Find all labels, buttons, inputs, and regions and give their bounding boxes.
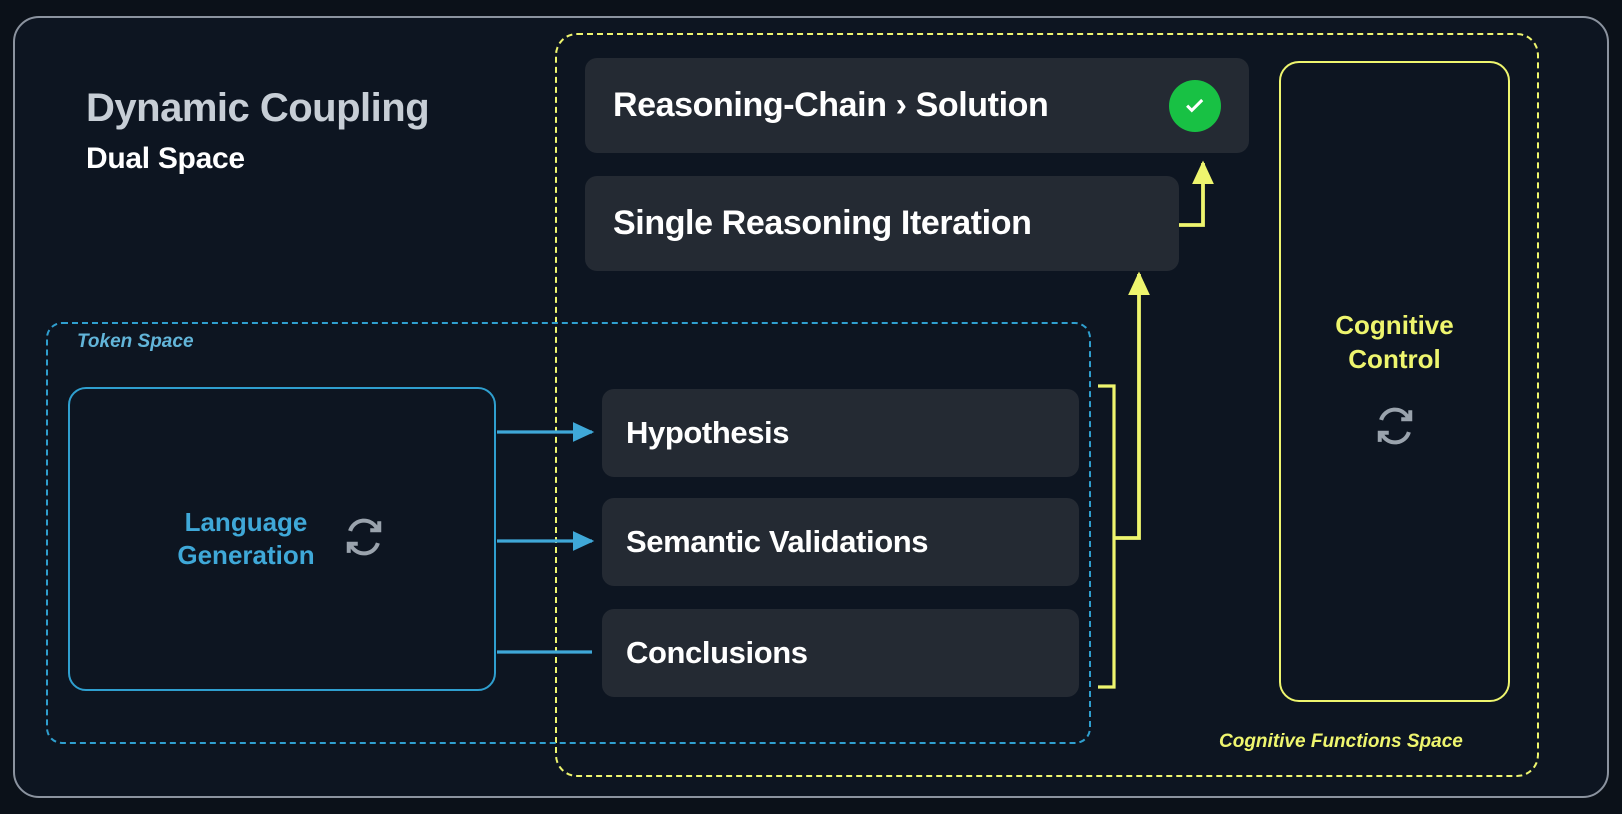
cognitive-control-label-line1: Cognitive [1335,310,1454,341]
card-single-reasoning-iteration-label: Single Reasoning Iteration [613,204,1032,242]
title-sub: Dual Space [86,142,245,175]
card-semantic-validations[interactable]: Semantic Validations [602,498,1079,586]
page-title: Dynamic Coupling Dual Space [86,86,430,176]
check-circle-icon [1169,79,1221,132]
card-semantic-validations-label: Semantic Validations [626,524,929,559]
cognitive-control-label-line2: Control [1348,344,1441,374]
sync-refresh-icon [341,514,387,565]
token-space-region [46,322,1091,744]
card-hypothesis[interactable]: Hypothesis [602,389,1079,477]
card-conclusions-label: Conclusions [626,635,808,670]
language-generation-label: Language Generation [177,506,314,573]
cognitive-functions-space-label: Cognitive Functions Space [1219,731,1463,752]
sync-refresh-icon [1372,403,1418,454]
token-space-label: Token Space [77,331,194,352]
card-hypothesis-label: Hypothesis [626,415,790,450]
card-conclusions[interactable]: Conclusions [602,609,1079,697]
card-single-reasoning-iteration[interactable]: Single Reasoning Iteration [585,176,1179,271]
title-main: Dynamic Coupling [86,86,430,130]
card-reasoning-chain-solution[interactable]: Reasoning-Chain › Solution [585,58,1249,153]
language-generation-label-line2: Generation [177,540,315,570]
cognitive-functions-space-region [555,33,1539,777]
cognitive-control-label: Cognitive Control [1335,309,1453,377]
cognitive-control-panel[interactable]: Cognitive Control [1279,61,1510,702]
card-reasoning-chain-solution-label: Reasoning-Chain › Solution [613,86,1049,124]
language-generation-label-line1: Language [184,506,308,537]
language-generation-node[interactable]: Language Generation [68,387,496,691]
